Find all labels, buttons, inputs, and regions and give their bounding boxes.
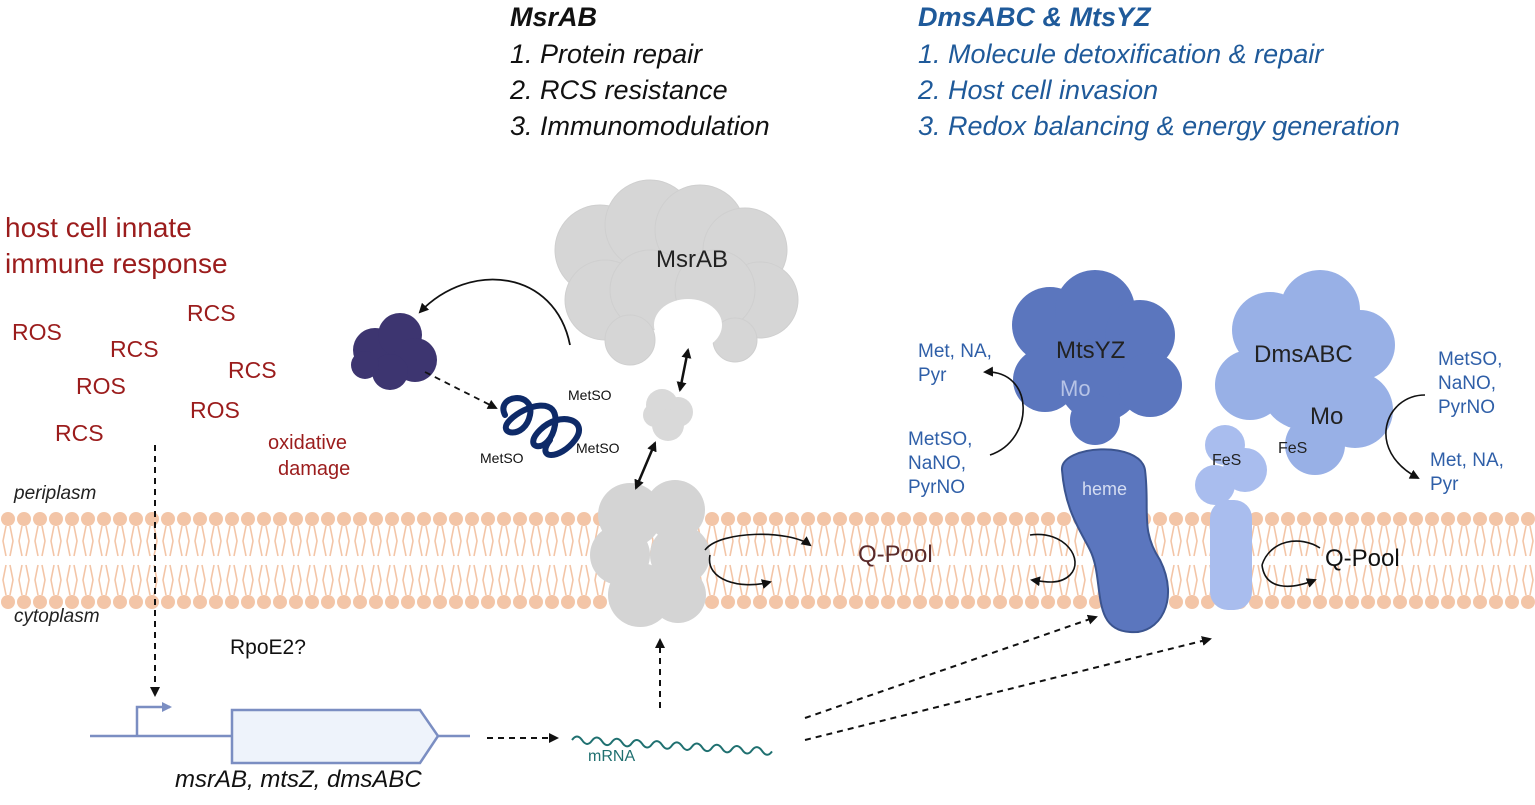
gene-label: msrAB, mtsZ, dmsABC (175, 766, 422, 793)
dmsabc-product-line: Pyr (1430, 474, 1459, 495)
host-response-line2: immune response (5, 248, 228, 279)
mtsyz-substrate-line: NaNO, (908, 453, 967, 474)
mtsyz-protein-shape (1012, 270, 1182, 445)
msrab-function-3: 3. Immunomodulation (510, 111, 770, 141)
fes-label: FeS (1278, 440, 1308, 457)
msrab-protein-label: MsrAB (656, 246, 728, 273)
mrna-label: mRNA (588, 748, 636, 765)
heme-label: heme (1082, 479, 1128, 499)
dmsabc-anchor-shape (1195, 425, 1267, 610)
reactive-species-label: ROS (190, 397, 240, 423)
reactive-species-label: ROS (12, 319, 62, 345)
regulator-label: RpoE2? (230, 636, 306, 659)
metso-label: MetSO (480, 450, 524, 466)
msrab-header-title: MsrAB (510, 2, 598, 32)
dmsabc-substrate-line: PyrNO (1438, 397, 1495, 418)
dmsabc-product-line: Met, NA, (1430, 450, 1504, 471)
dmsabc-protein-shape (1215, 270, 1395, 475)
dms-function-2: 2. Host cell invasion (918, 75, 1159, 105)
periplasm-label: periplasm (14, 483, 97, 504)
gene-construct-shape (90, 702, 470, 765)
host-response-line1: host cell innate (5, 212, 192, 243)
q-pool-label: Q-Pool (1325, 545, 1400, 572)
peptide-coil-shape (500, 395, 582, 458)
msrab-function-1: 1. Protein repair (510, 39, 703, 69)
mtsyz-substrate-line: PyrNO (908, 477, 965, 498)
dmsabc-substrate-line: MetSO, (1438, 349, 1503, 370)
oxidative-damage-line2: damage (278, 458, 351, 480)
oxidative-damage-line1: oxidative (268, 432, 347, 454)
dms-header-title: DmsABC & MtsYZ (918, 2, 1151, 32)
fes-label: FeS (1212, 452, 1242, 469)
dmsabc-substrate-line: NaNO, (1438, 373, 1497, 394)
membrane-grey-protein-shape (590, 480, 710, 627)
cytoplasm-label: cytoplasm (14, 606, 100, 627)
reactive-species-label: RCS (110, 336, 159, 362)
mtsyz-cofactor-label: Mo (1060, 376, 1091, 401)
membrane-bilayer (1, 512, 1535, 609)
reactive-species-label: RCS (187, 300, 236, 326)
purple-substrate-shape (351, 313, 437, 390)
mtsyz-protein-label: MtsYZ (1056, 337, 1126, 364)
mtsyz-product-line: Met, NA, (918, 341, 992, 362)
dms-function-3: 3. Redox balancing & energy generation (918, 111, 1400, 141)
dmsabc-cofactor-label: Mo (1310, 403, 1344, 430)
metso-label: MetSO (576, 440, 620, 456)
reactive-species-label: RCS (228, 357, 277, 383)
reactive-species-label: RCS (55, 420, 104, 446)
mtsyz-substrate-line: MetSO, (908, 429, 973, 450)
mtsyz-product-line: Pyr (918, 365, 947, 386)
q-pool-label: Q-Pool (858, 541, 933, 568)
mrna-strand (571, 735, 773, 756)
reactive-species-label: ROS (76, 373, 126, 399)
dms-function-1: 1. Molecule detoxification & repair (918, 39, 1324, 69)
small-grey-protein-shape (643, 389, 693, 441)
msrab-function-2: 2. RCS resistance (510, 75, 728, 105)
msrab-protein-shape (554, 179, 799, 366)
dmsabc-protein-label: DmsABC (1254, 341, 1353, 368)
metso-label: MetSO (568, 387, 612, 403)
heme-domain-shape (1060, 448, 1170, 634)
